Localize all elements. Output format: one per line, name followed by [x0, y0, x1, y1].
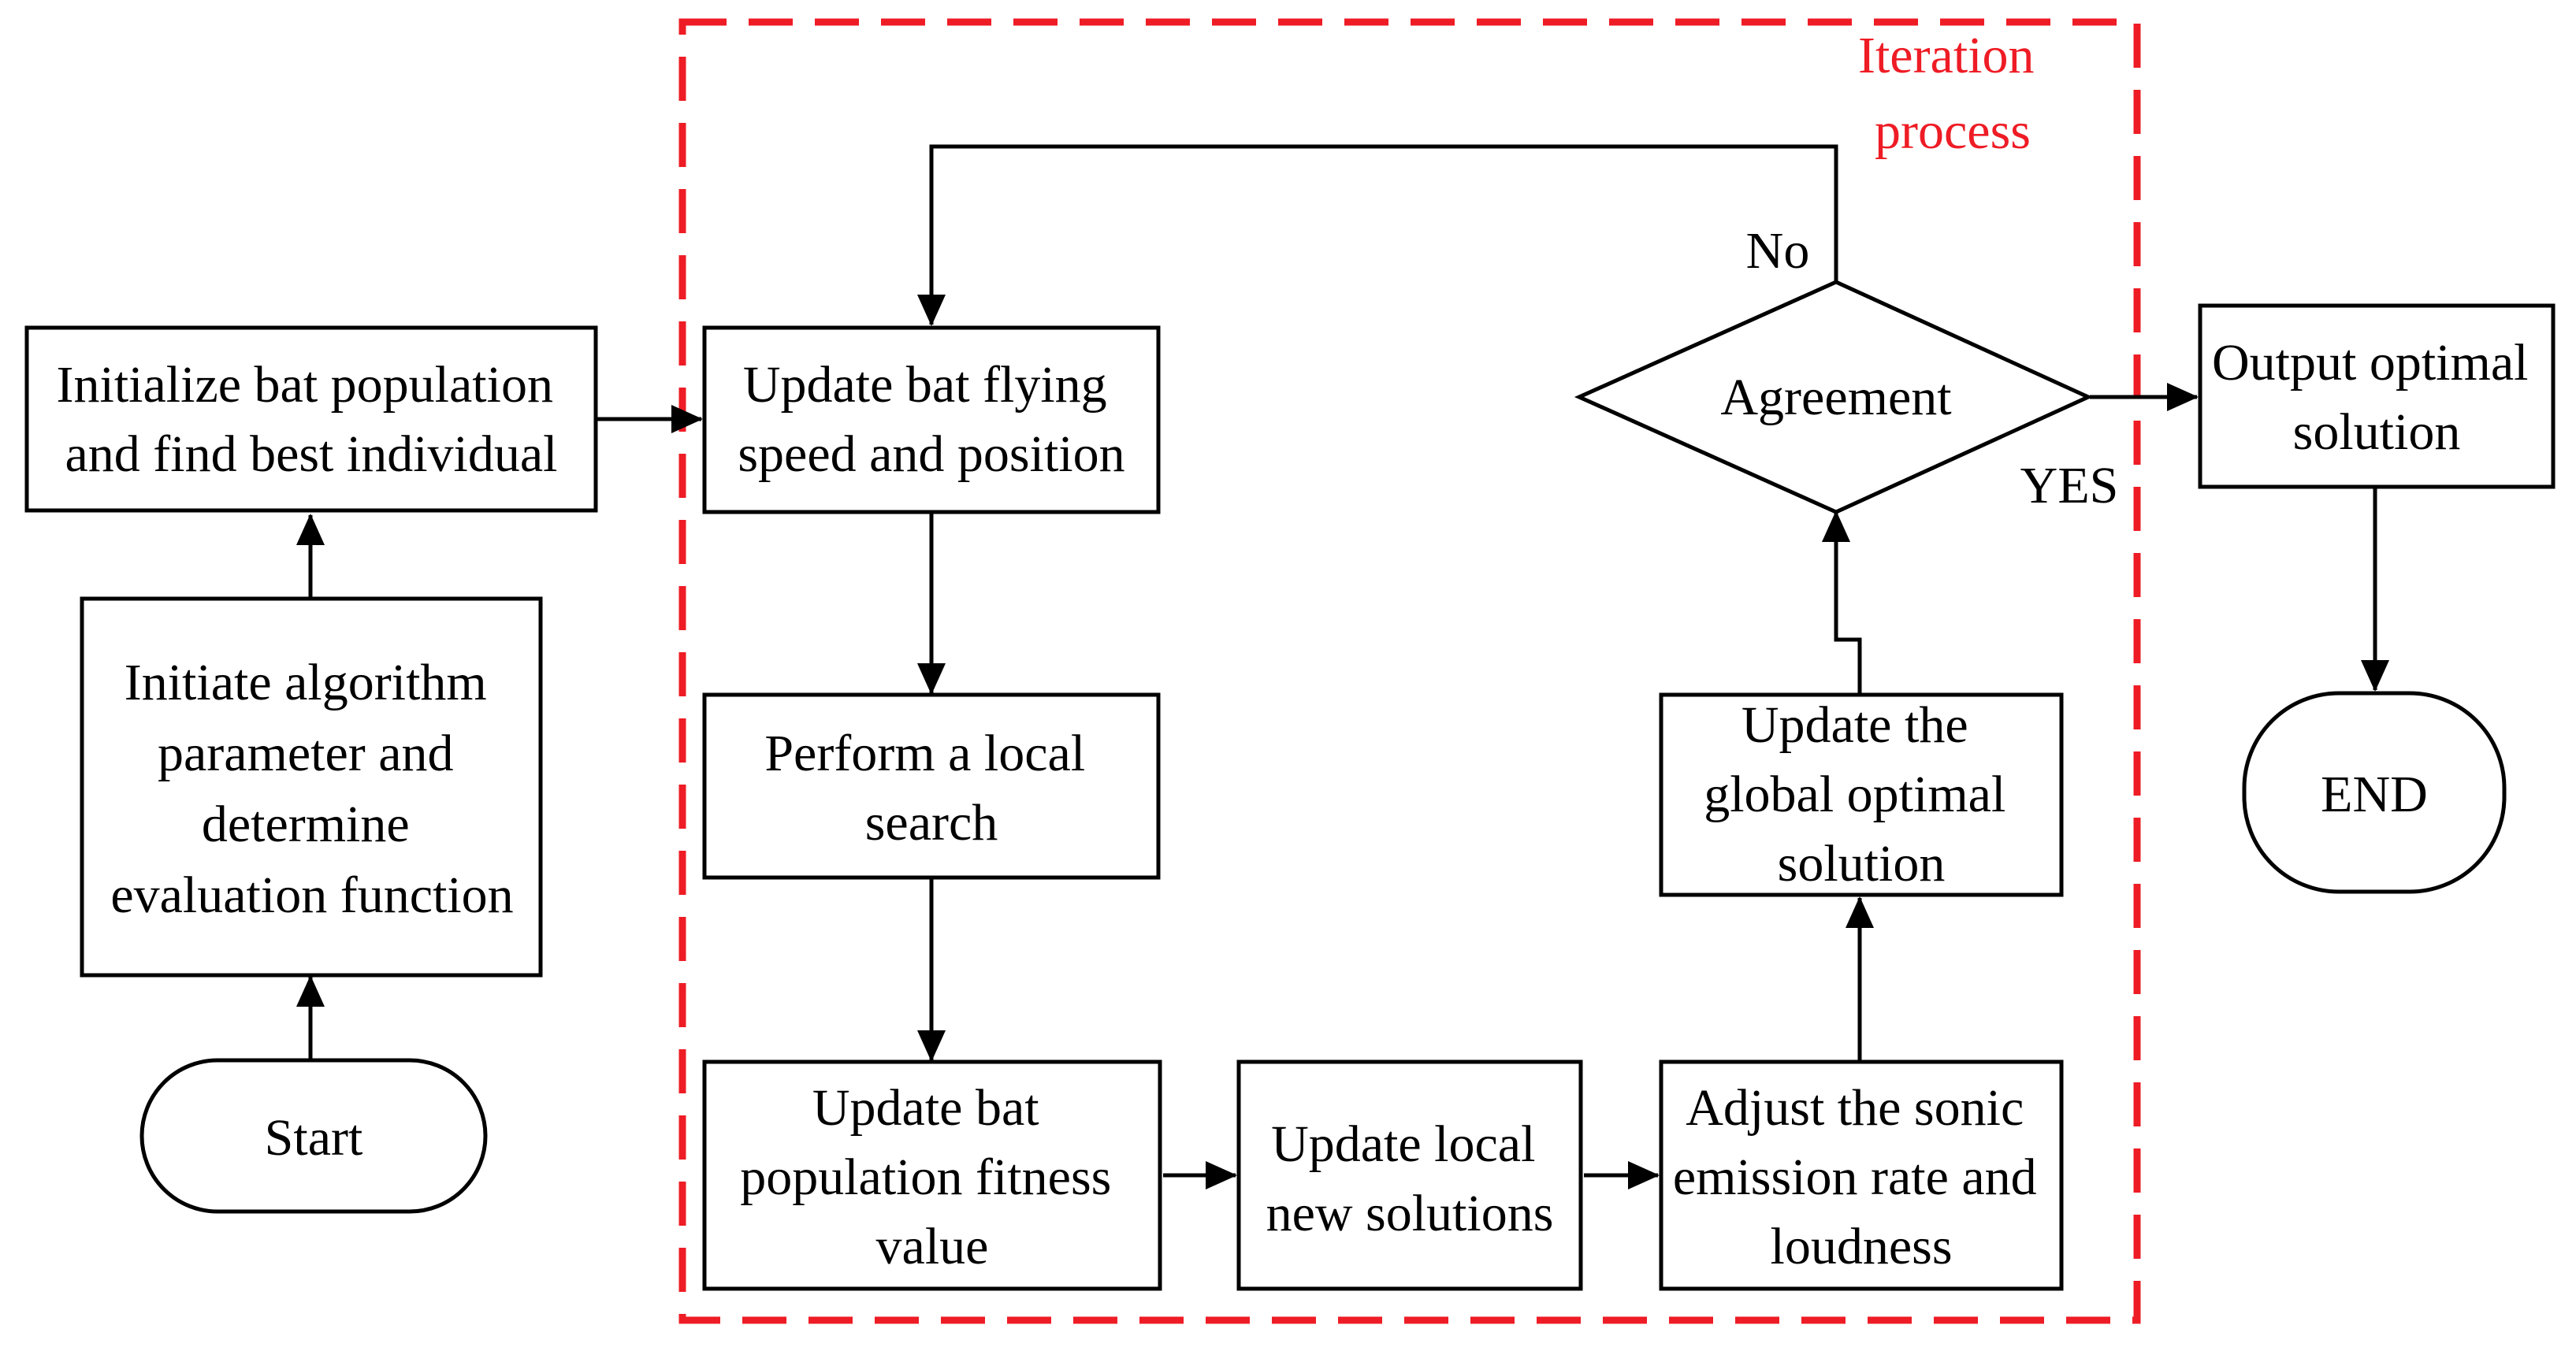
update-fitness-line-1: Update bat [812, 1079, 1039, 1137]
initialize-population-node: Initialize bat population and find best … [24, 325, 598, 513]
initiate-parameters-line-2: parameter and [158, 725, 454, 782]
edge-global-optimal-to-agreement [1822, 510, 1862, 693]
initiate-parameters-text: Initiate algorithm parameter and determi… [110, 654, 513, 924]
adjust-emission-node: Adjust the sonic emission rate and loudn… [1659, 1059, 2064, 1291]
local-search-node: Perform a local search [702, 692, 1161, 880]
output-solution-line-1: Output optimal [2212, 334, 2528, 391]
adjust-emission-line-1: Adjust the sonic [1686, 1079, 2024, 1137]
agreement-text: Agreement [1720, 369, 1951, 426]
iteration-label-line-1: Iteration [1858, 27, 2035, 84]
initiate-parameters-line-3: determine [202, 796, 410, 853]
initialize-population-text: Initialize bat population and find best … [57, 356, 567, 483]
end-node-line-1: END [2321, 766, 2428, 823]
agreement-decision-node: Agreement [1574, 280, 2094, 514]
update-global-optimal-line-3: solution [1778, 835, 1946, 892]
edge-agreement-no-loop [917, 144, 1838, 326]
update-speed-position-node: Update bat flying speed and position [702, 325, 1161, 514]
adjust-emission-line-3: loudness [1771, 1218, 1953, 1275]
update-fitness-line-3: value [876, 1218, 989, 1275]
end-node-text: END [2321, 766, 2428, 823]
local-search-line-2: search [865, 794, 998, 852]
update-fitness-node: Update bat population fitness value [702, 1059, 1162, 1291]
edge-label-yes: YES [2020, 457, 2119, 514]
initialize-population-line-1: Initialize bat population [57, 356, 553, 414]
edge-label-no: No [1746, 222, 1810, 280]
update-speed-position-text: Update bat flying speed and position [738, 356, 1124, 483]
initiate-parameters-node: Initiate algorithm parameter and determi… [80, 596, 543, 978]
update-speed-position-line-1: Update bat flying [743, 356, 1107, 414]
update-global-optimal-line-2: global optimal [1704, 766, 2005, 823]
iteration-label-line-2: process [1875, 102, 2031, 160]
iteration-region-border [678, 18, 2141, 1324]
adjust-emission-text: Adjust the sonic emission rate and loudn… [1673, 1079, 2050, 1275]
start-node: Start [139, 1058, 488, 1214]
start-node-line-1: Start [265, 1109, 363, 1167]
update-local-solutions-line-1: Update local [1271, 1115, 1535, 1173]
update-fitness-line-2: population fitness [740, 1148, 1111, 1206]
output-solution-line-2: solution [2293, 403, 2461, 461]
update-fitness-text: Update bat population fitness value [740, 1079, 1124, 1275]
iteration-region-label: Iteration process [1858, 27, 2047, 160]
agreement-line-1: Agreement [1720, 369, 1951, 426]
update-speed-position-line-2: speed and position [738, 425, 1124, 483]
update-global-optimal-text: Update the global optimal solution [1704, 696, 2019, 892]
connectors [296, 144, 2389, 1189]
adjust-emission-line-2: emission rate and [1673, 1148, 2037, 1206]
local-search-line-1: Perform a local [764, 725, 1085, 782]
update-global-optimal-node: Update the global optimal solution [1659, 692, 2064, 897]
start-node-text: Start [265, 1109, 363, 1167]
update-local-solutions-text: Update local new solutions [1266, 1115, 1554, 1242]
update-local-solutions-line-2: new solutions [1266, 1185, 1554, 1242]
end-node: END [2242, 691, 2507, 894]
initiate-parameters-line-4: evaluation function [110, 866, 513, 924]
update-local-solutions-node: Update local new solutions [1236, 1059, 1583, 1291]
initialize-population-line-2: and find best individual [65, 425, 557, 483]
update-global-optimal-line-1: Update the [1741, 696, 1968, 754]
local-search-text: Perform a local search [764, 725, 1098, 852]
initiate-parameters-line-1: Initiate algorithm [125, 654, 487, 711]
output-solution-text: Output optimal solution [2212, 334, 2541, 461]
output-solution-node: Output optimal solution [2198, 303, 2556, 489]
